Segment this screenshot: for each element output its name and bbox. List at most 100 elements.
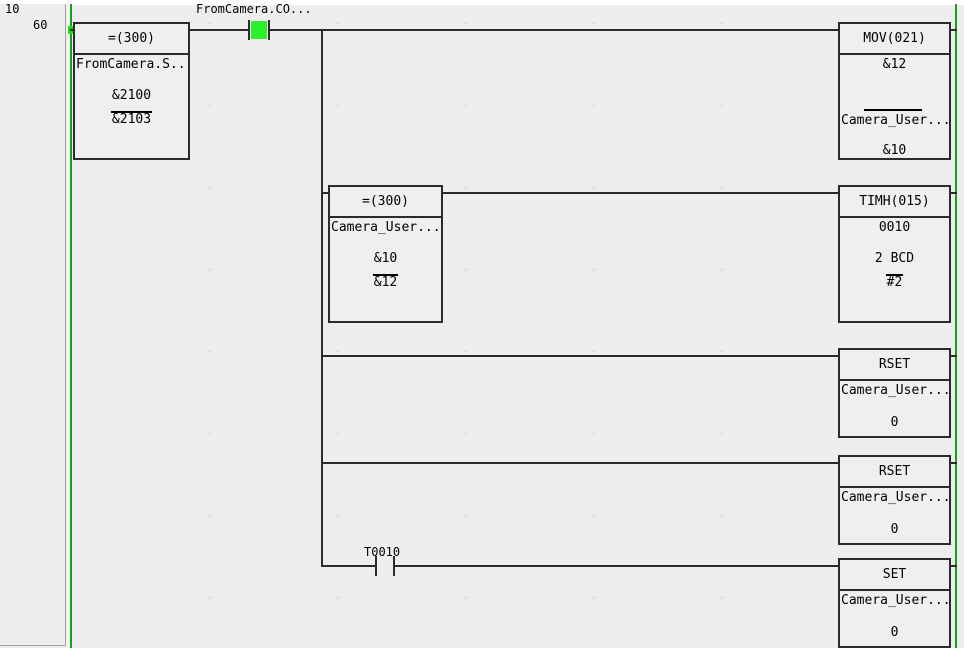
contact-energized-fill	[251, 21, 267, 39]
operand-2: 2 BCD	[874, 251, 915, 266]
right-power-rail	[955, 4, 957, 648]
block-header: RSET	[840, 457, 949, 488]
block-header: TIMH(015)	[840, 187, 949, 218]
block-body: Camera_User.... 0	[840, 591, 949, 646]
wire-branch1	[321, 29, 839, 31]
grid-dot	[207, 349, 212, 354]
operand-3: &12	[330, 274, 441, 290]
grid-dot	[591, 513, 596, 518]
grid-dot	[591, 431, 596, 436]
grid-dot	[591, 267, 596, 272]
block-header: RSET	[840, 350, 949, 381]
grid-dot	[335, 103, 340, 108]
block-body: &12 Camera_User.... &10	[840, 55, 949, 158]
grid-dot	[719, 431, 724, 436]
operand-1: Camera_User....	[841, 593, 949, 608]
compare-camera-user-block[interactable]: =(300) Camera_User.... &10 &12	[328, 185, 443, 323]
contact-from-camera-co-label: FromCamera.CO...	[196, 2, 312, 16]
grid-dot	[335, 513, 340, 518]
grid-dot	[719, 595, 724, 600]
grid-dot	[463, 267, 468, 272]
contact-left-bar	[375, 556, 377, 576]
operand-2: Camera_User....	[841, 113, 949, 128]
grid-dot	[207, 267, 212, 272]
contact-right-bar	[268, 20, 270, 40]
wire-mov-to-rail	[951, 29, 957, 31]
grid-dot	[207, 595, 212, 600]
wire-branch5-left	[321, 565, 376, 567]
operand-3-text: #2	[885, 274, 904, 290]
contact-t0010-label: T0010	[364, 545, 401, 559]
operand-1: &12	[882, 57, 907, 72]
wire-branch2-right	[443, 192, 839, 194]
grid-dot	[463, 103, 468, 108]
operand-3: &10	[882, 143, 907, 158]
block-body: 0010 2 BCD #2	[840, 218, 949, 321]
operand-2: &10	[373, 251, 398, 266]
contact-right-bar	[393, 556, 395, 576]
operand-2: 0	[890, 415, 899, 430]
rung-margin-panel	[0, 4, 66, 646]
grid-dot	[719, 185, 724, 190]
operand-1: Camera_User....	[841, 490, 949, 505]
wire-rset2-to-rail	[951, 462, 957, 464]
timer-high-speed-block[interactable]: TIMH(015) 0010 2 BCD #2	[838, 185, 951, 323]
block-header: SET	[840, 560, 949, 591]
block-body: FromCamera.S... &2100 &2103	[75, 55, 188, 158]
operand-2: 0	[890, 625, 899, 640]
margin-gutter	[67, 0, 71, 648]
wire-contact-to-branch	[268, 29, 322, 31]
grid-dot	[591, 103, 596, 108]
set-instruction-block[interactable]: SET Camera_User.... 0	[838, 558, 951, 648]
grid-dot	[463, 595, 468, 600]
operand-1: 0010	[878, 220, 911, 235]
rung-number: 10	[5, 2, 20, 16]
wire-set-to-rail	[951, 565, 957, 567]
grid-dot	[335, 21, 340, 26]
block-header: MOV(021)	[840, 24, 949, 55]
compare-from-camera-status-block[interactable]: =(300) FromCamera.S... &2100 &2103	[73, 22, 190, 160]
reset-instruction-1-block[interactable]: RSET Camera_User.... 0	[838, 348, 951, 438]
operand-3: &2103	[75, 111, 188, 127]
block-header: =(300)	[75, 24, 188, 55]
operand-1: Camera_User....	[841, 383, 949, 398]
contact-t0010[interactable]	[375, 556, 395, 576]
grid-dot	[207, 185, 212, 190]
grid-dot	[719, 267, 724, 272]
wire-timh-to-rail	[951, 192, 957, 194]
branch-bus-vertical	[321, 29, 323, 567]
grid-dot	[463, 21, 468, 26]
grid-dot	[207, 513, 212, 518]
wire-branch2-left	[321, 192, 331, 194]
grid-dot	[591, 185, 596, 190]
grid-dot	[207, 431, 212, 436]
step-number: 60	[33, 18, 48, 32]
contact-from-camera-co[interactable]	[248, 20, 270, 40]
grid-dot	[335, 431, 340, 436]
operand-3-text: &12	[372, 274, 399, 290]
grid-dot	[335, 595, 340, 600]
move-instruction-block[interactable]: MOV(021) &12 Camera_User.... &10	[838, 22, 951, 160]
wire-branch4	[321, 462, 839, 464]
block-body: Camera_User.... &10 &12	[330, 218, 441, 321]
grid-dot	[207, 103, 212, 108]
grid-dot	[335, 349, 340, 354]
grid-dot	[463, 513, 468, 518]
grid-dot	[207, 21, 212, 26]
wire-branch5-right	[394, 565, 839, 567]
block-body: Camera_User.... 0	[840, 488, 949, 543]
operand-2-overline	[864, 109, 922, 111]
operand-3: #2	[840, 274, 949, 290]
block-body: Camera_User.... 0	[840, 381, 949, 436]
reset-instruction-2-block[interactable]: RSET Camera_User.... 0	[838, 455, 951, 545]
grid-dot	[719, 349, 724, 354]
block-header: =(300)	[330, 187, 441, 218]
top-strip	[0, 0, 964, 5]
grid-dot	[719, 513, 724, 518]
operand-1: FromCamera.S...	[76, 57, 188, 72]
grid-dot	[463, 431, 468, 436]
operand-2: 0	[890, 522, 899, 537]
grid-dot	[591, 595, 596, 600]
wire-rset1-to-rail	[951, 355, 957, 357]
